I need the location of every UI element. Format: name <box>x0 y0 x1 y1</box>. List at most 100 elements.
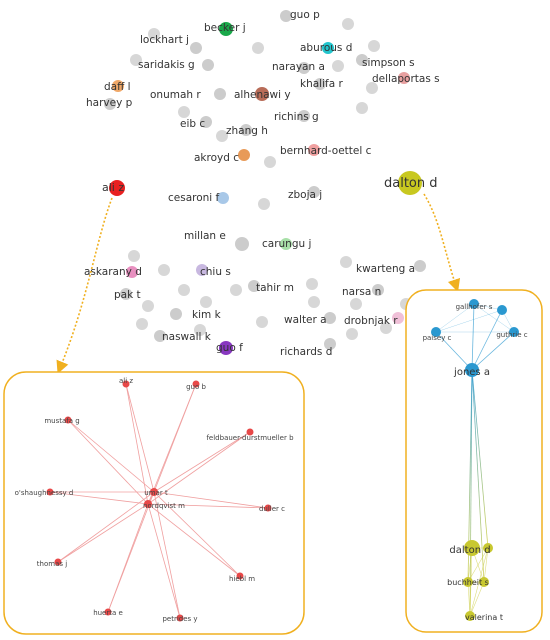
label-paisey-c: paisey c <box>423 334 452 342</box>
edge-top-top <box>435 309 503 333</box>
label-duller-c: duller c <box>259 505 285 513</box>
node-simpson-s <box>356 54 368 66</box>
node-aburous-d <box>322 42 334 54</box>
node-millan-e <box>235 237 249 251</box>
node-harvey-p <box>104 98 116 110</box>
edge-top-top <box>473 303 515 333</box>
minor-node <box>258 198 270 210</box>
minor-node <box>178 106 190 118</box>
node-thomas-j <box>54 558 62 566</box>
node-bottom <box>479 577 489 587</box>
minor-node <box>306 278 318 290</box>
edge-mustafa-g-nordqvist-m <box>67 419 149 505</box>
node-huerta-e <box>104 608 112 616</box>
label-feldbauer-durstmueller-b: feldbauer-durstmueller b <box>206 434 294 442</box>
label-gallhofer-s: gallhofer s <box>456 303 493 311</box>
edge-thomas-j-nordqvist-m <box>57 503 149 563</box>
label-guo-p: guo p <box>290 9 320 21</box>
edge-top-hub <box>471 331 515 371</box>
label-becker-j: becker j <box>204 22 246 34</box>
node-guo-f <box>219 341 233 355</box>
label-drobnjak-r: drobnjak r <box>344 315 398 327</box>
node-carungu-j <box>280 238 292 250</box>
edge-bottom-bottom <box>467 547 489 583</box>
minor-node <box>252 42 264 54</box>
node-richards-d <box>324 338 336 350</box>
label-narsa-n: narsa n <box>342 286 381 298</box>
edge-feldbauer-durstmueller-b-umar-t <box>153 431 251 493</box>
node-alhenawi-y <box>255 87 269 101</box>
label-guo-f: guo f <box>216 342 243 354</box>
label-narayan-a: narayan a <box>272 61 325 73</box>
edge-top-top <box>435 303 475 333</box>
label-naswall-k: naswall k <box>162 331 212 343</box>
node-tahir-m <box>248 280 260 292</box>
node-pak-t <box>120 288 132 300</box>
label-thomas-j: thomas j <box>37 560 67 568</box>
node-narsa-n <box>372 284 384 296</box>
node-bottom <box>464 540 480 556</box>
edge-bottom-bottom <box>467 581 471 617</box>
label-zhang-h: zhang h <box>226 125 268 137</box>
node-kwarteng-a <box>414 260 426 272</box>
label-saridakis-g: saridakis g <box>138 59 195 71</box>
minor-node <box>346 328 358 340</box>
label-mustafa-g: mustafa g <box>44 417 79 425</box>
edge-o-shaughnessy-d-nordqvist-m <box>49 491 149 505</box>
label-nordqvist-m: nordqvist m <box>143 502 185 510</box>
edge-duller-c-umar-t <box>153 491 269 509</box>
edge-feldbauer-durstmueller-b-nordqvist-m <box>147 431 251 505</box>
minor-node <box>342 18 354 30</box>
label-harvey-p: harvey p <box>86 97 133 109</box>
minor-node <box>158 264 170 276</box>
node-duller-c <box>264 504 272 512</box>
node-guo-p <box>280 10 292 22</box>
label-lockhart-j: lockhart j <box>140 34 189 46</box>
edge-hub-bottom <box>471 369 489 549</box>
label-kwarteng-a: kwarteng a <box>356 263 415 275</box>
node-dellaportas-s <box>398 72 410 84</box>
minor-node <box>264 156 276 168</box>
minor-node <box>130 54 142 66</box>
edge-huerta-e-nordqvist-m <box>107 503 149 613</box>
node-jones-a <box>465 363 479 377</box>
minor-node <box>350 298 362 310</box>
label-richards-d: richards d <box>280 346 332 358</box>
node-eib-c <box>200 116 212 128</box>
node-o-shaughnessy-d <box>46 488 54 496</box>
node-narayan-a <box>298 62 310 74</box>
node-ali-z <box>122 380 130 388</box>
label-dellaportas-s: dellaportas s <box>372 73 440 85</box>
label-guthrie-c: guthrie c <box>496 331 527 339</box>
node-kim-k <box>170 308 182 320</box>
node-top <box>509 327 519 337</box>
minor-node <box>194 324 206 336</box>
node-daff-l <box>112 80 124 92</box>
label-tahir-m: tahir m <box>256 282 294 294</box>
label-richins-g: richins g <box>274 111 319 123</box>
node-dalton-d <box>398 171 422 195</box>
node-petrides-y <box>176 614 184 622</box>
label-dalton-d: dalton d <box>384 176 438 191</box>
node-khalifa-r <box>314 78 326 90</box>
edge-hub-bottom <box>469 369 473 617</box>
label-petrides-y: petrides y <box>162 615 197 623</box>
arrow-ali-cluster <box>56 197 113 374</box>
label-akroyd-c: akroyd c <box>194 152 239 164</box>
edge-top-hub <box>435 331 473 371</box>
node-ali-z <box>109 180 125 196</box>
node-lockhart-j <box>190 42 202 54</box>
label-daff-l: daff l <box>104 81 131 93</box>
label-jones-a: jones a <box>453 367 490 378</box>
label-huerta-e: huerta e <box>93 609 123 617</box>
edge-duller-c-nordqvist-m <box>147 503 269 509</box>
label-guo-b: guo b <box>186 383 206 391</box>
label-cesaroni-f: cesaroni f <box>168 192 220 204</box>
minor-node <box>216 130 228 142</box>
minor-node <box>148 28 160 40</box>
node-top <box>431 327 441 337</box>
label-carungu-j: carungu j <box>262 238 311 250</box>
